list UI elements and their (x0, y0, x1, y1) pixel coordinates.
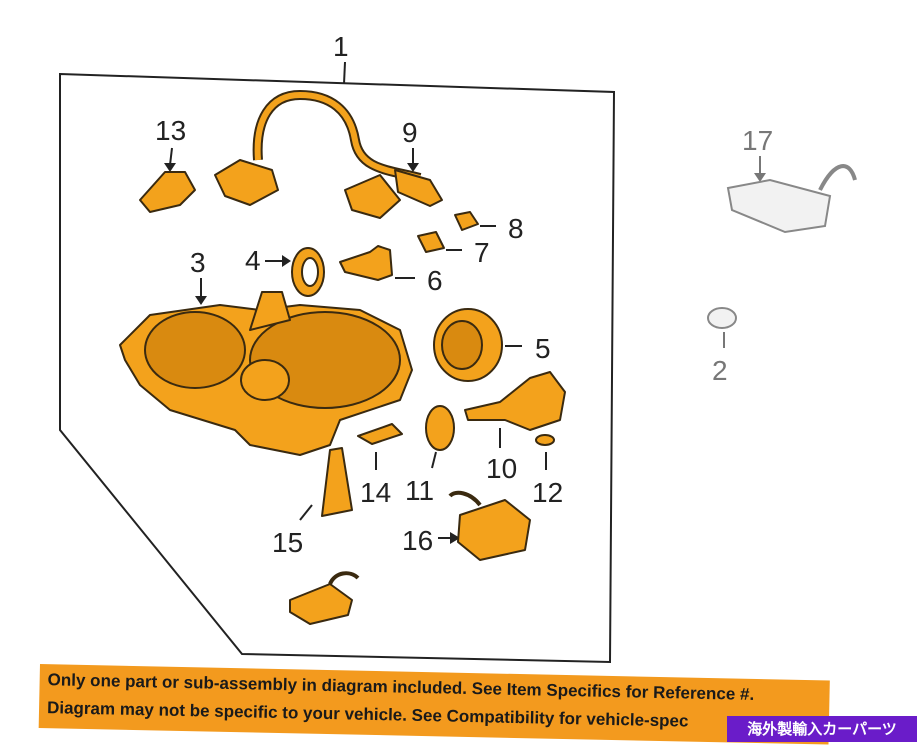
import-parts-badge: 海外製輸入カーパーツ (727, 716, 917, 742)
callout-17: 17 (742, 125, 773, 156)
callout-14: 14 (360, 477, 391, 508)
callout-12: 12 (532, 477, 563, 508)
callout-2: 2 (712, 355, 728, 386)
callout-4: 4 (245, 245, 261, 276)
gear-11 (425, 405, 455, 451)
bulb-6 (339, 245, 393, 281)
callout-11: 11 (405, 475, 434, 506)
part-2 (707, 307, 737, 329)
headlamp-housing-3 (119, 291, 413, 456)
leveling-motor-10 (464, 371, 566, 431)
callout-6: 6 (427, 265, 443, 296)
callout-3: 3 (190, 247, 206, 278)
callout-7: 7 (474, 237, 490, 268)
callout-10: 10 (486, 453, 517, 484)
callout-9: 9 (402, 117, 418, 148)
callout-15: 15 (272, 527, 303, 558)
callout-16: 16 (402, 525, 433, 556)
leader-1 (343, 61, 346, 85)
bulb-7 (417, 231, 445, 253)
disclaimer-line-2: Diagram may not be specific to your vehi… (46, 698, 689, 731)
computer-17 (726, 178, 832, 234)
wire-harness (214, 89, 443, 219)
bracket-14 (357, 423, 403, 445)
callout-5: 5 (535, 333, 551, 364)
ballast-16 (457, 499, 531, 561)
callout-8: 8 (508, 213, 524, 244)
callout-13: 13 (155, 115, 186, 146)
support-15 (321, 447, 353, 517)
callout-1: 1 (333, 31, 349, 62)
clip-12 (535, 434, 555, 446)
bracket-13 (139, 171, 196, 213)
bulb-8 (454, 211, 479, 231)
